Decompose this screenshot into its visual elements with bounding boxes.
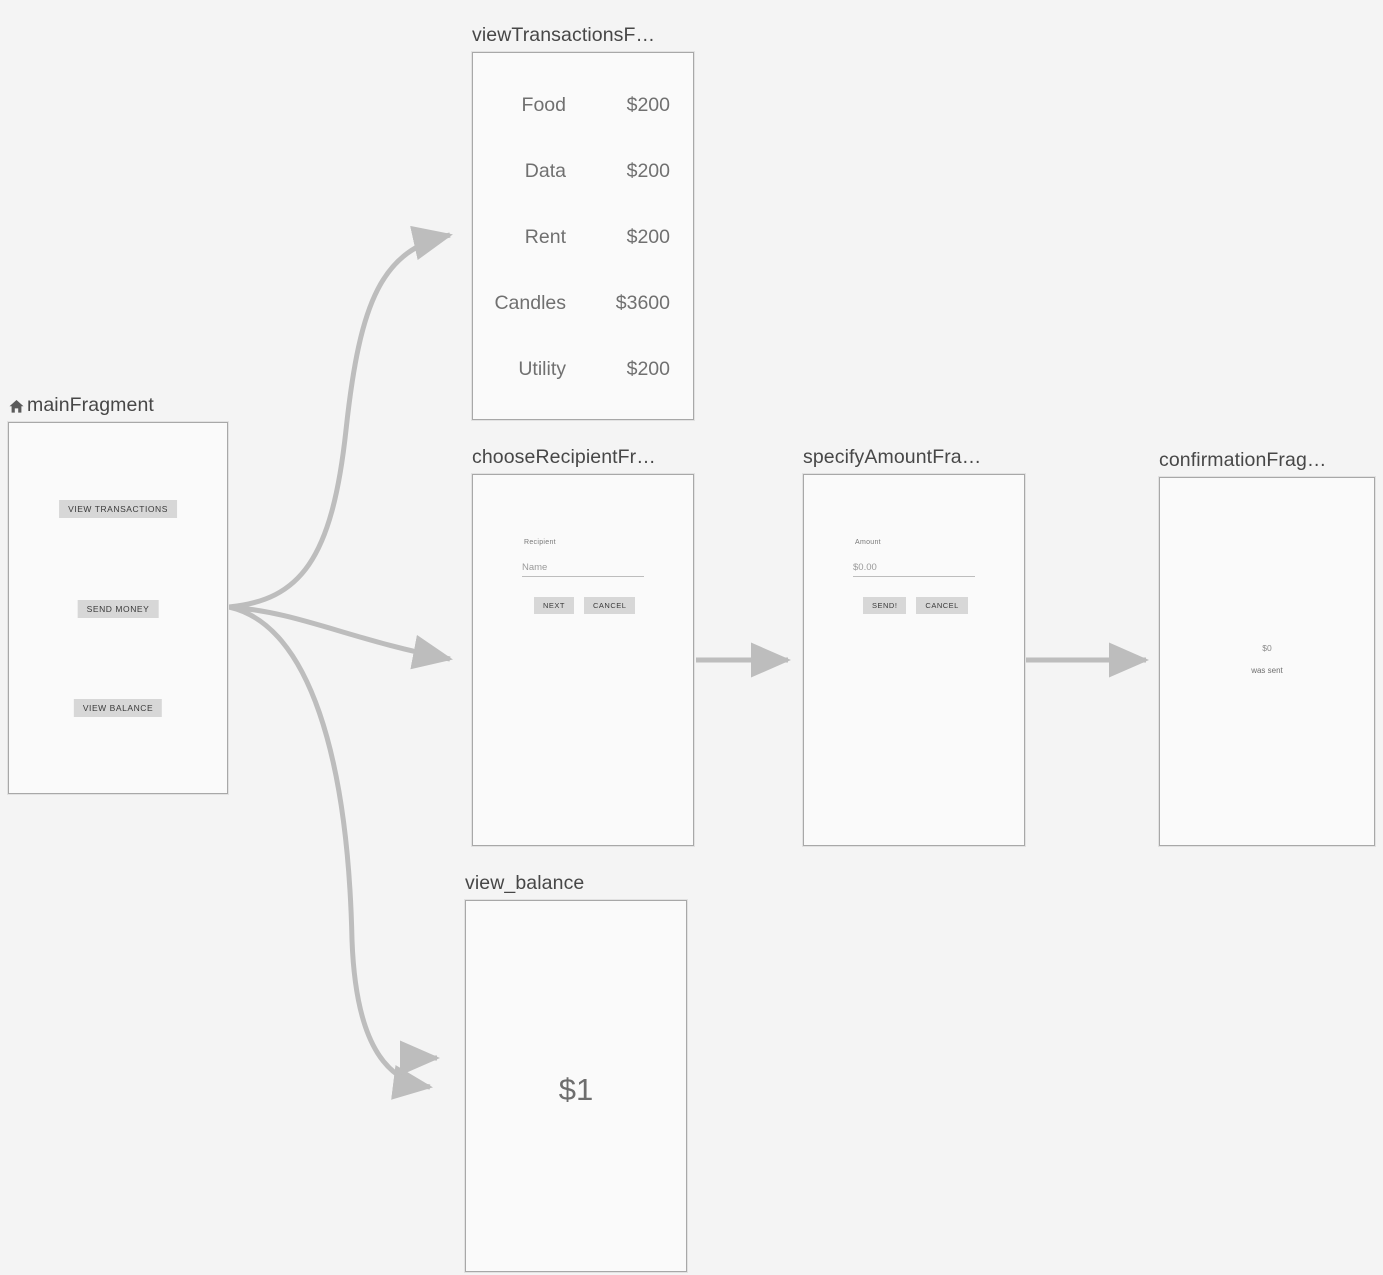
- node-view-transactions-frame: [472, 52, 694, 420]
- node-main-fragment-title: mainFragment: [8, 394, 154, 417]
- confirmation-message: was sent: [1251, 666, 1283, 675]
- node-view-balance-title: view_balance: [465, 872, 585, 894]
- transaction-amount: $3600: [615, 292, 670, 314]
- send-button[interactable]: SEND!: [863, 597, 907, 614]
- node-view-balance-fragment[interactable]: view_balance $1: [465, 872, 687, 1272]
- view-balance-button[interactable]: VIEW BALANCE: [73, 699, 163, 717]
- confirmation-amount: $0: [1262, 643, 1272, 653]
- transaction-label: Rent: [524, 226, 566, 248]
- node-specify-amount-body: Amount $0.00 SEND! CANCEL: [803, 474, 1025, 846]
- node-main-fragment-label: mainFragment: [27, 394, 154, 416]
- transaction-row: Food $200: [472, 95, 694, 115]
- cancel-button[interactable]: CANCEL: [584, 597, 636, 614]
- node-view-transactions-fragment[interactable]: viewTransactionsF… Food $200 Data $200 R…: [472, 24, 694, 420]
- transaction-label: Utility: [518, 358, 566, 380]
- action-main-to-view-balance[interactable]: [228, 604, 433, 1100]
- transaction-label: Data: [524, 160, 566, 182]
- node-specify-amount-title: specifyAmountFra…: [803, 446, 982, 468]
- node-view-transactions-body: Food $200 Data $200 Rent $200 Candles $3…: [472, 52, 694, 420]
- action-main-to-choose-recipient[interactable]: [228, 604, 453, 670]
- choose-recipient-button-row: NEXT CANCEL: [534, 597, 636, 614]
- next-button[interactable]: NEXT: [534, 597, 575, 614]
- view-transactions-button[interactable]: VIEW TRANSACTIONS: [59, 500, 177, 518]
- transaction-row: Candles $3600: [472, 293, 694, 313]
- action-main-to-view-transactions[interactable]: [228, 225, 453, 610]
- transaction-amount: $200: [626, 358, 670, 380]
- node-main-fragment[interactable]: mainFragment VIEW TRANSACTIONS SEND MONE…: [8, 394, 228, 794]
- node-view-balance-frame: [465, 900, 687, 1272]
- node-choose-recipient-title: chooseRecipientFr…: [472, 446, 656, 468]
- home-icon: [8, 398, 25, 415]
- transaction-amount: $200: [626, 226, 670, 248]
- amount-field-label: Amount: [855, 539, 881, 546]
- node-confirmation-frame: [1159, 477, 1375, 846]
- node-choose-recipient-fragment[interactable]: chooseRecipientFr… Recipient Name NEXT C…: [472, 446, 694, 846]
- send-money-button[interactable]: SEND MONEY: [77, 600, 159, 618]
- transaction-row: Rent $200: [472, 227, 694, 247]
- specify-amount-button-row: SEND! CANCEL: [863, 597, 968, 614]
- node-specify-amount-frame: [803, 474, 1025, 846]
- recipient-name-input[interactable]: Name: [522, 562, 644, 577]
- node-choose-recipient-frame: [472, 474, 694, 846]
- node-main-fragment-frame: [8, 422, 228, 794]
- node-view-balance-body: $1: [465, 900, 687, 1272]
- cancel-button[interactable]: CANCEL: [916, 597, 968, 614]
- transaction-amount: $200: [626, 160, 670, 182]
- node-view-transactions-title: viewTransactionsF…: [472, 24, 656, 46]
- transaction-label: Candles: [494, 292, 566, 314]
- amount-input[interactable]: $0.00: [853, 562, 975, 577]
- recipient-field-label: Recipient: [524, 539, 556, 546]
- transaction-label: Food: [521, 94, 566, 116]
- transaction-amount: $200: [626, 94, 670, 116]
- node-main-fragment-body: VIEW TRANSACTIONS SEND MONEY VIEW BALANC…: [8, 422, 228, 794]
- transaction-row: Data $200: [472, 161, 694, 181]
- balance-amount: $1: [558, 1072, 594, 1107]
- node-confirmation-body: $0 was sent: [1159, 477, 1375, 846]
- transaction-row: Utility $200: [472, 359, 694, 379]
- node-choose-recipient-body: Recipient Name NEXT CANCEL: [472, 474, 694, 846]
- node-confirmation-fragment[interactable]: confirmationFrag… $0 was sent: [1159, 449, 1375, 846]
- node-confirmation-title: confirmationFrag…: [1159, 449, 1327, 471]
- node-specify-amount-fragment[interactable]: specifyAmountFra… Amount $0.00 SEND! CAN…: [803, 446, 1025, 846]
